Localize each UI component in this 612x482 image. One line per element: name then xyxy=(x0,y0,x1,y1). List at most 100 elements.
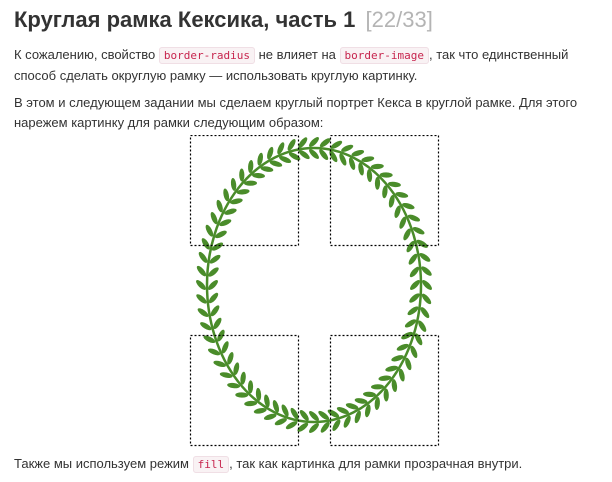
wreath-leaf xyxy=(351,149,365,157)
wreath-leaf xyxy=(290,407,299,420)
wreath-leaf xyxy=(406,240,415,253)
wreath-leaf xyxy=(361,156,375,163)
wreath-leaf xyxy=(336,406,349,415)
wreath-leaf xyxy=(378,375,392,381)
wreath-leaf xyxy=(213,317,222,330)
wreath-image xyxy=(189,135,440,447)
wreath-leaf xyxy=(216,199,223,213)
wreath-leaf xyxy=(211,242,224,251)
slice-bottom-left xyxy=(189,334,300,447)
wreath-leaf xyxy=(416,239,428,248)
fill-text-end: , так как картинка для рамки прозрачная … xyxy=(229,456,523,471)
wreath-leaf xyxy=(343,415,351,428)
wreath-leaf xyxy=(244,180,257,186)
wreath-leaf xyxy=(395,192,409,198)
wreath-leaf xyxy=(327,409,340,418)
wreath-leaf xyxy=(219,219,232,227)
wreath-leaf xyxy=(309,149,319,159)
wreath-leaf xyxy=(363,391,376,398)
wreath-leaf xyxy=(418,320,427,332)
wreath-leaf xyxy=(385,365,399,372)
wreath-leaf xyxy=(405,357,412,371)
intro-text-start: К сожалению, свойство xyxy=(14,47,159,62)
page-title: Круглая рамка Кексика, часть 1 [22/33] xyxy=(14,6,433,34)
wreath-leaf xyxy=(319,149,329,160)
wreath-leaf xyxy=(239,168,245,182)
wreath-slice-figure xyxy=(188,135,440,447)
wreath-leaf xyxy=(410,280,420,290)
code-border-image: border-image xyxy=(339,47,429,64)
slice-bottom-right xyxy=(329,334,440,447)
wreath-leaf xyxy=(214,230,227,239)
wreath-leaf xyxy=(197,308,209,317)
wreath-leaf xyxy=(412,226,425,235)
wreath-leaf xyxy=(298,150,310,160)
wreath-leaf xyxy=(422,280,432,290)
intro-text-middle: не влияет на xyxy=(254,47,340,62)
wreath-leaf xyxy=(269,160,283,167)
wreath-leaf xyxy=(309,137,319,147)
title-text: Круглая рамка Кексика, часть 1 xyxy=(14,7,356,32)
wreath-leaf xyxy=(257,152,264,166)
wreath-leaf xyxy=(210,212,218,225)
wreath-leaf xyxy=(330,140,343,149)
wreath-stem xyxy=(205,146,423,424)
wreath-leaf xyxy=(420,307,430,319)
wreath-leaf xyxy=(200,322,212,331)
wreath-leaf xyxy=(398,368,405,382)
wreath-leaf xyxy=(318,410,330,420)
wreath-leaf xyxy=(274,418,287,426)
wreath-leaf xyxy=(341,144,354,152)
wreath-leaf xyxy=(277,142,285,155)
wreath-leaf xyxy=(227,352,234,365)
wreath-leaf xyxy=(288,152,301,161)
wreath-leaf xyxy=(208,348,221,356)
wreath-leaf xyxy=(221,341,229,354)
wreath-leaf xyxy=(320,421,330,433)
wreath-leaf xyxy=(196,280,206,290)
slice-guides xyxy=(189,135,440,447)
wreath-leaf xyxy=(298,137,308,149)
wreath-leaf xyxy=(281,404,289,417)
wreath-leaf xyxy=(297,422,309,432)
wreath-leaf xyxy=(358,162,364,176)
wreath-leaf xyxy=(223,188,230,202)
intro-text-end: , так что единственный способ сделать ок… xyxy=(14,47,569,83)
wreath-leaf xyxy=(382,185,388,199)
wreath-leaf xyxy=(354,398,368,404)
wreath-leaf xyxy=(213,360,226,368)
wreath-leaf xyxy=(374,397,380,410)
slice-top-left xyxy=(189,135,300,247)
wreath-leaf xyxy=(387,181,401,188)
wreath-leaf xyxy=(319,138,331,148)
wreath-leaf xyxy=(219,372,233,378)
code-fill: fill xyxy=(192,456,230,473)
laurel-wreath xyxy=(196,137,432,433)
wreath-leaf xyxy=(247,380,254,394)
wreath-leaf xyxy=(203,335,216,344)
wreath-leaf xyxy=(421,266,432,276)
wreath-leaf xyxy=(205,224,214,237)
task-paragraph: В этом и следующем задании мы сделаем кр… xyxy=(14,95,578,130)
lesson-progress: [22/33] xyxy=(365,7,433,32)
wreath-leaf xyxy=(391,379,398,393)
wreath-leaf xyxy=(196,294,207,304)
wreath-leaf xyxy=(403,228,411,241)
wreath-leaf xyxy=(279,155,292,164)
wreath-leaf xyxy=(364,404,371,418)
wreath-leaf xyxy=(309,423,319,433)
wreath-leaf xyxy=(414,333,423,346)
wreath-leaf xyxy=(402,202,415,210)
wreath-leaf xyxy=(287,139,296,151)
wreath-leaf xyxy=(309,411,319,421)
wreath-leaf xyxy=(410,345,418,358)
wreath-leaf xyxy=(227,382,241,389)
wreath-leaf xyxy=(388,194,395,208)
wreath-leaf xyxy=(217,329,225,342)
wreath-leaf xyxy=(264,394,270,408)
wreath-leaf xyxy=(208,292,219,304)
wreath-leaf xyxy=(371,384,384,390)
wreath-leaf xyxy=(208,267,219,277)
wreath-leaf xyxy=(370,163,384,170)
wreath-leaf xyxy=(421,293,432,305)
